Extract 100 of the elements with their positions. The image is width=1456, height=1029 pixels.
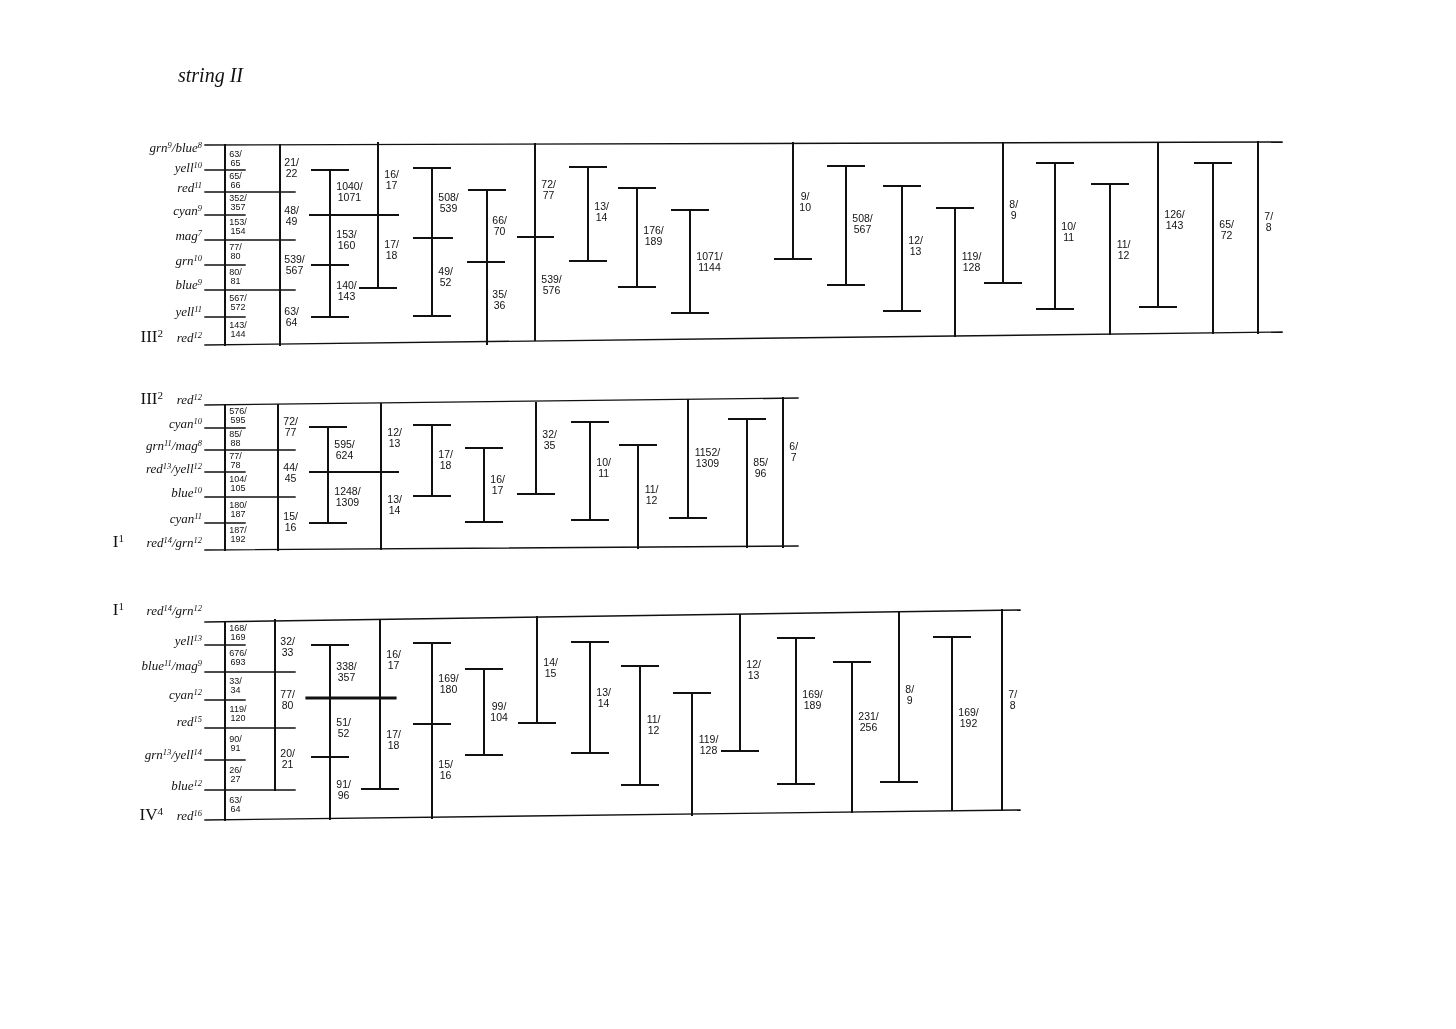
ratio-label: 539/567 [284,254,306,276]
ratio-label: 143/144 [229,320,248,340]
ratio-label: 126/143 [1164,209,1186,231]
ratio-label: 15/16 [438,759,454,781]
ratio-label: 65/66 [229,171,243,191]
ratio-label: 567/572 [229,293,248,313]
string-numeral-label: III$^{2}$ [140,328,163,346]
ratio-label: 66/70 [492,215,508,237]
ratio-label: 51/52 [336,717,352,739]
ratio-label: 676/693 [229,648,248,668]
note-label: red$^{11}$ [177,180,202,194]
ratio-label: 539/576 [541,274,563,296]
ratio-label: 153/160 [336,229,358,251]
ratio-label: 15/16 [283,511,299,533]
note-label: cyan$^{11}$ [169,511,202,525]
note-label: red$^{14}$/grn$^{12}$ [146,603,202,617]
ratio-label: 168/169 [229,623,248,643]
ratio-label: 1248/1309 [334,486,361,508]
ratio-label: 11/12 [644,484,660,506]
ratio-label: 91/96 [336,779,352,801]
ratio-label: 11/12 [646,714,662,736]
ratio-label: 595/624 [334,439,356,461]
note-label: cyan$^{12}$ [169,687,202,701]
ratio-label: 10/11 [596,457,612,479]
ratio-label: 176/189 [643,225,665,247]
ratio-label: 140/143 [336,280,358,302]
ratio-label: 63/64 [284,306,300,328]
note-label: yell$^{10}$ [174,160,202,174]
string-numeral-label: III$^{2}$ [140,390,163,408]
ratio-label: 77/80 [229,242,243,262]
ratio-label: 17/18 [386,729,402,751]
ratio-label: 32/35 [542,429,558,451]
ratio-label: 26/27 [229,765,243,785]
ratio-label: 32/33 [280,636,296,658]
note-label: grn$^{13}$/yell$^{14}$ [144,747,202,761]
ratio-label: 576/595 [229,406,248,426]
ratio-label: 12/13 [387,427,403,449]
ratio-label: 508/539 [438,192,460,214]
ratio-label: 9/10 [799,191,812,213]
ratio-label: 63/65 [229,149,243,169]
ratio-label: 13/14 [594,201,610,223]
ratio-label: 352/357 [229,193,248,213]
note-label: blue$^{12}$ [171,778,202,792]
ratio-label: 8/9 [1009,199,1019,221]
ratio-label: 99/104 [490,701,509,723]
note-label: grn$^{11}$/mag$^{8}$ [145,438,202,452]
ratio-label: 7/8 [1008,689,1018,711]
note-label: red$^{13}$/yell$^{12}$ [145,461,202,475]
note-label: red$^{12}$ [176,392,202,406]
ratio-label: 6/7 [789,441,799,463]
ratio-label: 63/64 [229,795,243,815]
note-label: mag$^{7}$ [175,228,202,242]
ratio-label: 16/17 [490,474,506,496]
note-label: cyan$^{10}$ [169,416,202,430]
ratio-label: 77/78 [229,451,243,471]
string-numeral-label: I$^{1}$ [112,601,124,619]
ratio-label: 13/14 [596,687,612,709]
ratio-label: 48/49 [284,205,300,227]
note-label: blue$^{11}$/mag$^{9}$ [141,658,202,672]
ratio-label: 10/11 [1061,221,1077,243]
ratio-label: 187/192 [229,525,248,545]
ratio-label: 17/18 [438,449,454,471]
note-label: yell$^{11}$ [175,304,202,318]
ratio-label: 80/81 [229,267,243,287]
ratio-label: 21/22 [284,157,300,179]
ratio-label: 7/8 [1264,211,1274,233]
ratio-label: 169/180 [438,673,460,695]
ratio-label: 12/13 [746,659,762,681]
note-label: red$^{15}$ [176,714,202,728]
note-label: red$^{12}$ [176,330,202,344]
note-label: blue$^{10}$ [171,485,202,499]
string-numeral-label: I$^{1}$ [112,533,124,551]
ratio-label: 169/192 [958,707,980,729]
ratio-label: 8/9 [905,684,915,706]
note-label: grn$^{10}$ [175,253,202,267]
ratio-label: 20/21 [280,748,296,770]
ratio-label: 77/80 [280,689,296,711]
ratio-label: 1040/1071 [336,181,363,203]
ratio-label: 65/72 [1219,219,1235,241]
note-label: blue$^{9}$ [175,277,202,291]
ratio-label: 169/189 [802,689,824,711]
title: string II [178,64,243,87]
ratio-label: 119/120 [229,704,248,724]
ratio-label: 1152/1309 [694,447,721,469]
ratio-label: 72/77 [541,179,557,201]
ratio-label: 119/128 [961,251,983,273]
ratio-label: 35/36 [492,289,508,311]
ratio-label: 44/45 [283,462,299,484]
note-label: yell$^{13}$ [174,633,202,647]
ratio-label: 12/13 [908,235,924,257]
ratio-label: 85/88 [229,429,243,449]
ratio-label: 13/14 [387,494,403,516]
ratio-label: 119/128 [698,734,720,756]
ratio-label: 508/567 [852,213,874,235]
ratio-label: 85/96 [753,457,769,479]
ratio-label: 180/187 [229,500,248,520]
ratio-label: 16/17 [386,649,402,671]
ratio-label: 49/52 [438,266,454,288]
note-label: red$^{16}$ [176,808,202,822]
ratio-label: 1071/1144 [696,251,723,273]
